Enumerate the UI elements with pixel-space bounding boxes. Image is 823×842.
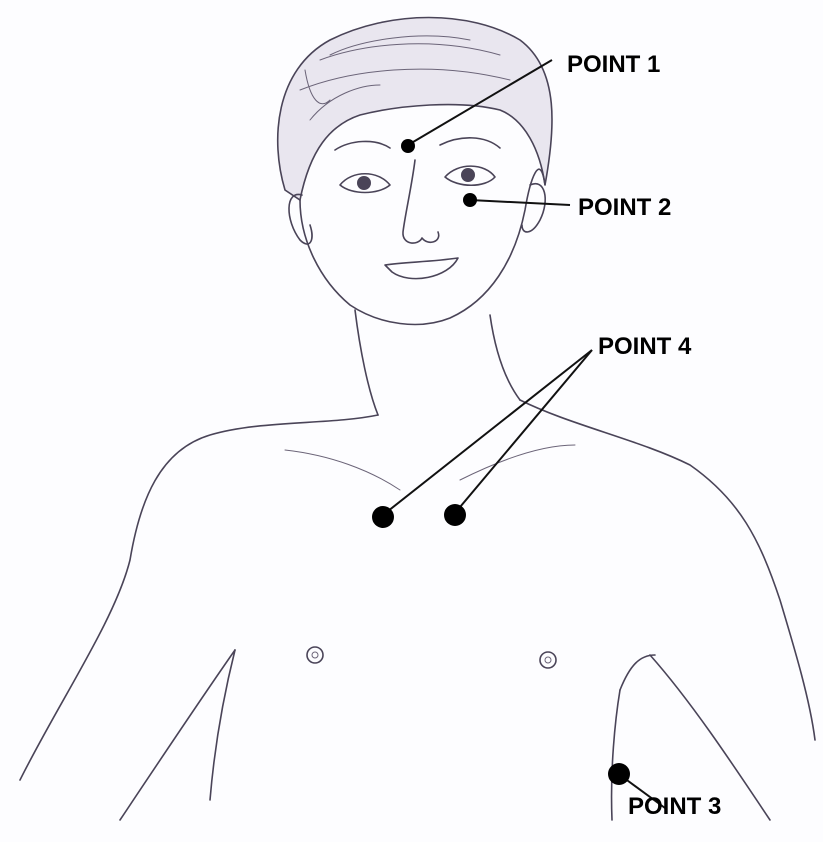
right-shoulder-arm: [520, 400, 815, 740]
label-point-2: POINT 2: [578, 194, 671, 221]
neck-left: [355, 310, 378, 415]
face-outline: [300, 169, 545, 324]
right-eyebrow: [440, 138, 500, 148]
neck-right: [490, 315, 520, 400]
right-armpit: [620, 655, 655, 690]
right-collarbone: [460, 445, 575, 480]
marker-dot-point-1: [401, 139, 415, 153]
mouth: [385, 258, 458, 279]
left-collarbone: [285, 450, 400, 490]
left-eyebrow: [335, 141, 390, 150]
left-nipple: [307, 647, 323, 663]
marker-dot-point-3: [608, 763, 630, 785]
label-point-4: POINT 4: [598, 333, 692, 360]
marker-dot-point-2: [463, 193, 477, 207]
left-shoulder-arm: [20, 415, 378, 780]
right-pupil: [461, 168, 475, 182]
leader-line-point-4b: [455, 350, 592, 513]
right-torso: [612, 690, 620, 820]
label-point-1: POINT 1: [567, 51, 660, 78]
left-torso: [210, 650, 235, 800]
right-nipple-center: [545, 657, 551, 663]
left-nipple-center: [312, 652, 318, 658]
hair: [278, 18, 552, 201]
left-pupil: [357, 176, 371, 190]
right-nipple: [540, 652, 556, 668]
nose: [403, 160, 439, 243]
leader-line-point-2: [470, 200, 570, 205]
marker-dot-point-4-left: [372, 506, 394, 528]
marker-dot-point-4-right: [444, 504, 466, 526]
label-point-3: POINT 3: [628, 793, 721, 820]
leader-line-point-4a: [383, 350, 592, 515]
